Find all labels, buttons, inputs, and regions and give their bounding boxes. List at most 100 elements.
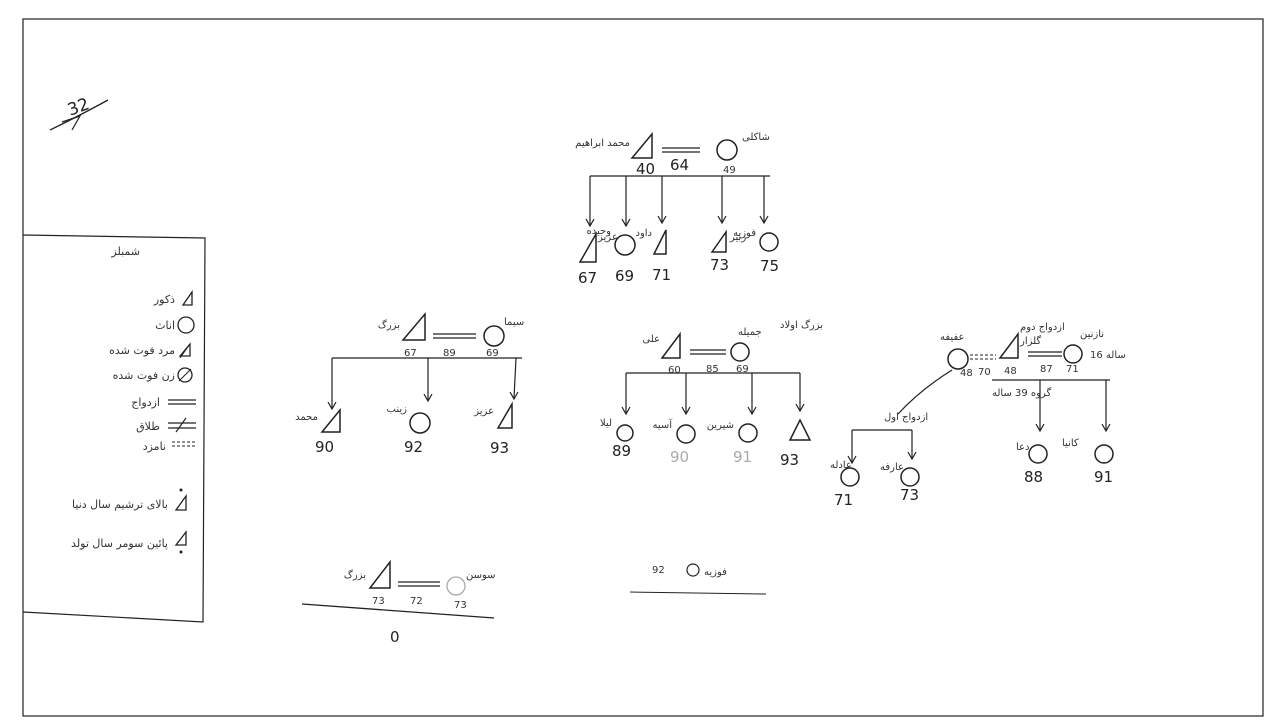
father-triangle-icon	[368, 559, 391, 589]
corner-mark: 32	[49, 94, 109, 131]
family-tree-5: بزرگ 73 72 سوسن 73 0	[301, 559, 496, 646]
child-year: 73	[710, 256, 729, 274]
child-male-icon	[578, 231, 597, 263]
deceased-female-icon	[177, 367, 193, 383]
mother-circle-icon	[716, 139, 738, 161]
child-name: محمد	[295, 412, 318, 423]
legend-box: شمبلز ذکور اناث مرد فوت شده زن فوت شده ا…	[22, 234, 206, 623]
father-year: 48	[1004, 366, 1017, 377]
child-female-icon	[409, 412, 431, 434]
child-female-icon	[1094, 444, 1114, 464]
child-name: داود	[635, 228, 652, 239]
engagement-line-icon	[172, 441, 196, 447]
mother-note: بزرگ اولاد	[780, 318, 823, 331]
mother-name: سوسن	[466, 570, 496, 581]
child-year: 93	[490, 439, 509, 457]
mother-name: سیما	[504, 317, 524, 328]
child-name: زبیر	[729, 232, 746, 243]
child-year: 91	[733, 448, 752, 466]
marriage-year: 89	[443, 348, 456, 359]
child-year: 69	[615, 267, 634, 285]
note-label: فوزیه	[704, 567, 727, 578]
child-female-icon	[1028, 444, 1048, 464]
child-year: 90	[315, 438, 334, 456]
second-wife-circle-icon	[1063, 344, 1083, 364]
deceased-male-icon	[178, 342, 191, 357]
child-name: وحیده	[586, 226, 611, 237]
father-triangle-icon	[998, 331, 1019, 359]
family-tree-4: عفیفه 48 70 گلزار 48 87 نازنین ازدواج دو…	[830, 322, 1126, 509]
page-border	[22, 18, 1264, 717]
child-female-icon	[676, 424, 696, 444]
marriage-year: 87	[1040, 364, 1053, 375]
father-triangle-icon	[401, 311, 426, 341]
triangle-bottom-icon	[174, 530, 187, 546]
child-year: 92	[404, 438, 423, 456]
child-female-icon	[738, 423, 758, 443]
first-wife-circle-icon	[947, 348, 969, 370]
legend-item-label: طلاق	[136, 420, 160, 433]
child-male-icon	[710, 229, 727, 253]
father-year: 60	[668, 365, 681, 376]
father-name: گلزار	[1019, 335, 1041, 347]
legend-title: شمبلز	[110, 245, 140, 258]
child-name: لیلا	[600, 418, 612, 429]
child-female-icon	[759, 232, 779, 252]
branch-note-right: گروه 39 ساله	[992, 387, 1052, 399]
second-wife-name: نازنین	[1080, 329, 1104, 340]
child-name: شیرین	[707, 420, 734, 431]
father-year: 73	[372, 596, 385, 607]
family-tree-3: علی 60 85 جمیله بزرگ اولاد 69 لیلا 89 آس…	[600, 318, 823, 469]
child-male-icon	[788, 418, 812, 441]
father-name: علی	[642, 334, 660, 345]
child-name: عادله	[830, 460, 852, 471]
mother-year: 69	[486, 348, 499, 359]
mother-name: جمیله	[738, 327, 762, 338]
male-symbol-icon	[181, 289, 193, 306]
mother-circle-icon	[483, 325, 505, 347]
father-triangle-icon	[660, 331, 681, 359]
child-year: 93	[780, 451, 799, 469]
family-tree-2: بزرگ 67 89 سیما 69 محمد 90 زینب 92 عزیز …	[295, 311, 524, 457]
child-male-icon	[496, 401, 513, 429]
child-name: عارفه	[880, 462, 904, 473]
mother-name: شاکلی	[742, 132, 770, 143]
note-circle-icon	[686, 563, 700, 577]
father-name: محمد ابراهیم	[575, 138, 630, 149]
father-triangle-icon	[630, 131, 653, 159]
branch-note-left: ازدواج اول	[884, 412, 928, 423]
children-count: 0	[390, 628, 400, 646]
child-year: 89	[612, 442, 631, 460]
legend-item-label: مرد فوت شده	[109, 344, 175, 357]
marriage-year: 64	[670, 156, 689, 174]
child-year: 71	[652, 266, 671, 284]
marriage-year: 72	[410, 596, 423, 607]
legend-item-label: ازدواج	[131, 396, 160, 409]
child-year: 73	[900, 486, 919, 504]
family-tree-1: محمد ابراهیم 40 64 شاکلی 49 عزیز 67 وحید…	[575, 131, 779, 287]
father-year: 40	[636, 160, 655, 178]
child-male-icon	[652, 229, 667, 255]
child-year: 75	[760, 257, 779, 275]
first-marriage-year: 70	[978, 367, 991, 378]
child-year: 90	[670, 448, 689, 466]
second-wife-age: 16 ساله	[1090, 350, 1126, 361]
mother-year: 73	[454, 600, 467, 611]
triangle-top-icon	[174, 493, 187, 511]
child-female-icon	[840, 467, 860, 487]
child-name: دعا	[1016, 442, 1029, 453]
legend-item-label: پائین سومر سال تولد	[71, 537, 168, 550]
child-female-icon	[616, 424, 634, 442]
father-year: 67	[404, 348, 417, 359]
child-name: آسیه	[652, 418, 673, 431]
legend-item-label: اناث	[155, 319, 175, 332]
note-year: 92	[652, 565, 665, 576]
legend-item-label: بالای ترشیم سال دنیا	[72, 498, 168, 511]
mother-circle-icon	[730, 342, 750, 362]
father-name: بزرگ	[378, 318, 400, 331]
child-name: فوزیه	[733, 228, 756, 239]
mother-year: 69	[736, 364, 749, 375]
note-fouzia: 92 فوزیه	[629, 563, 767, 595]
legend-item-label: ذکور	[153, 293, 175, 306]
